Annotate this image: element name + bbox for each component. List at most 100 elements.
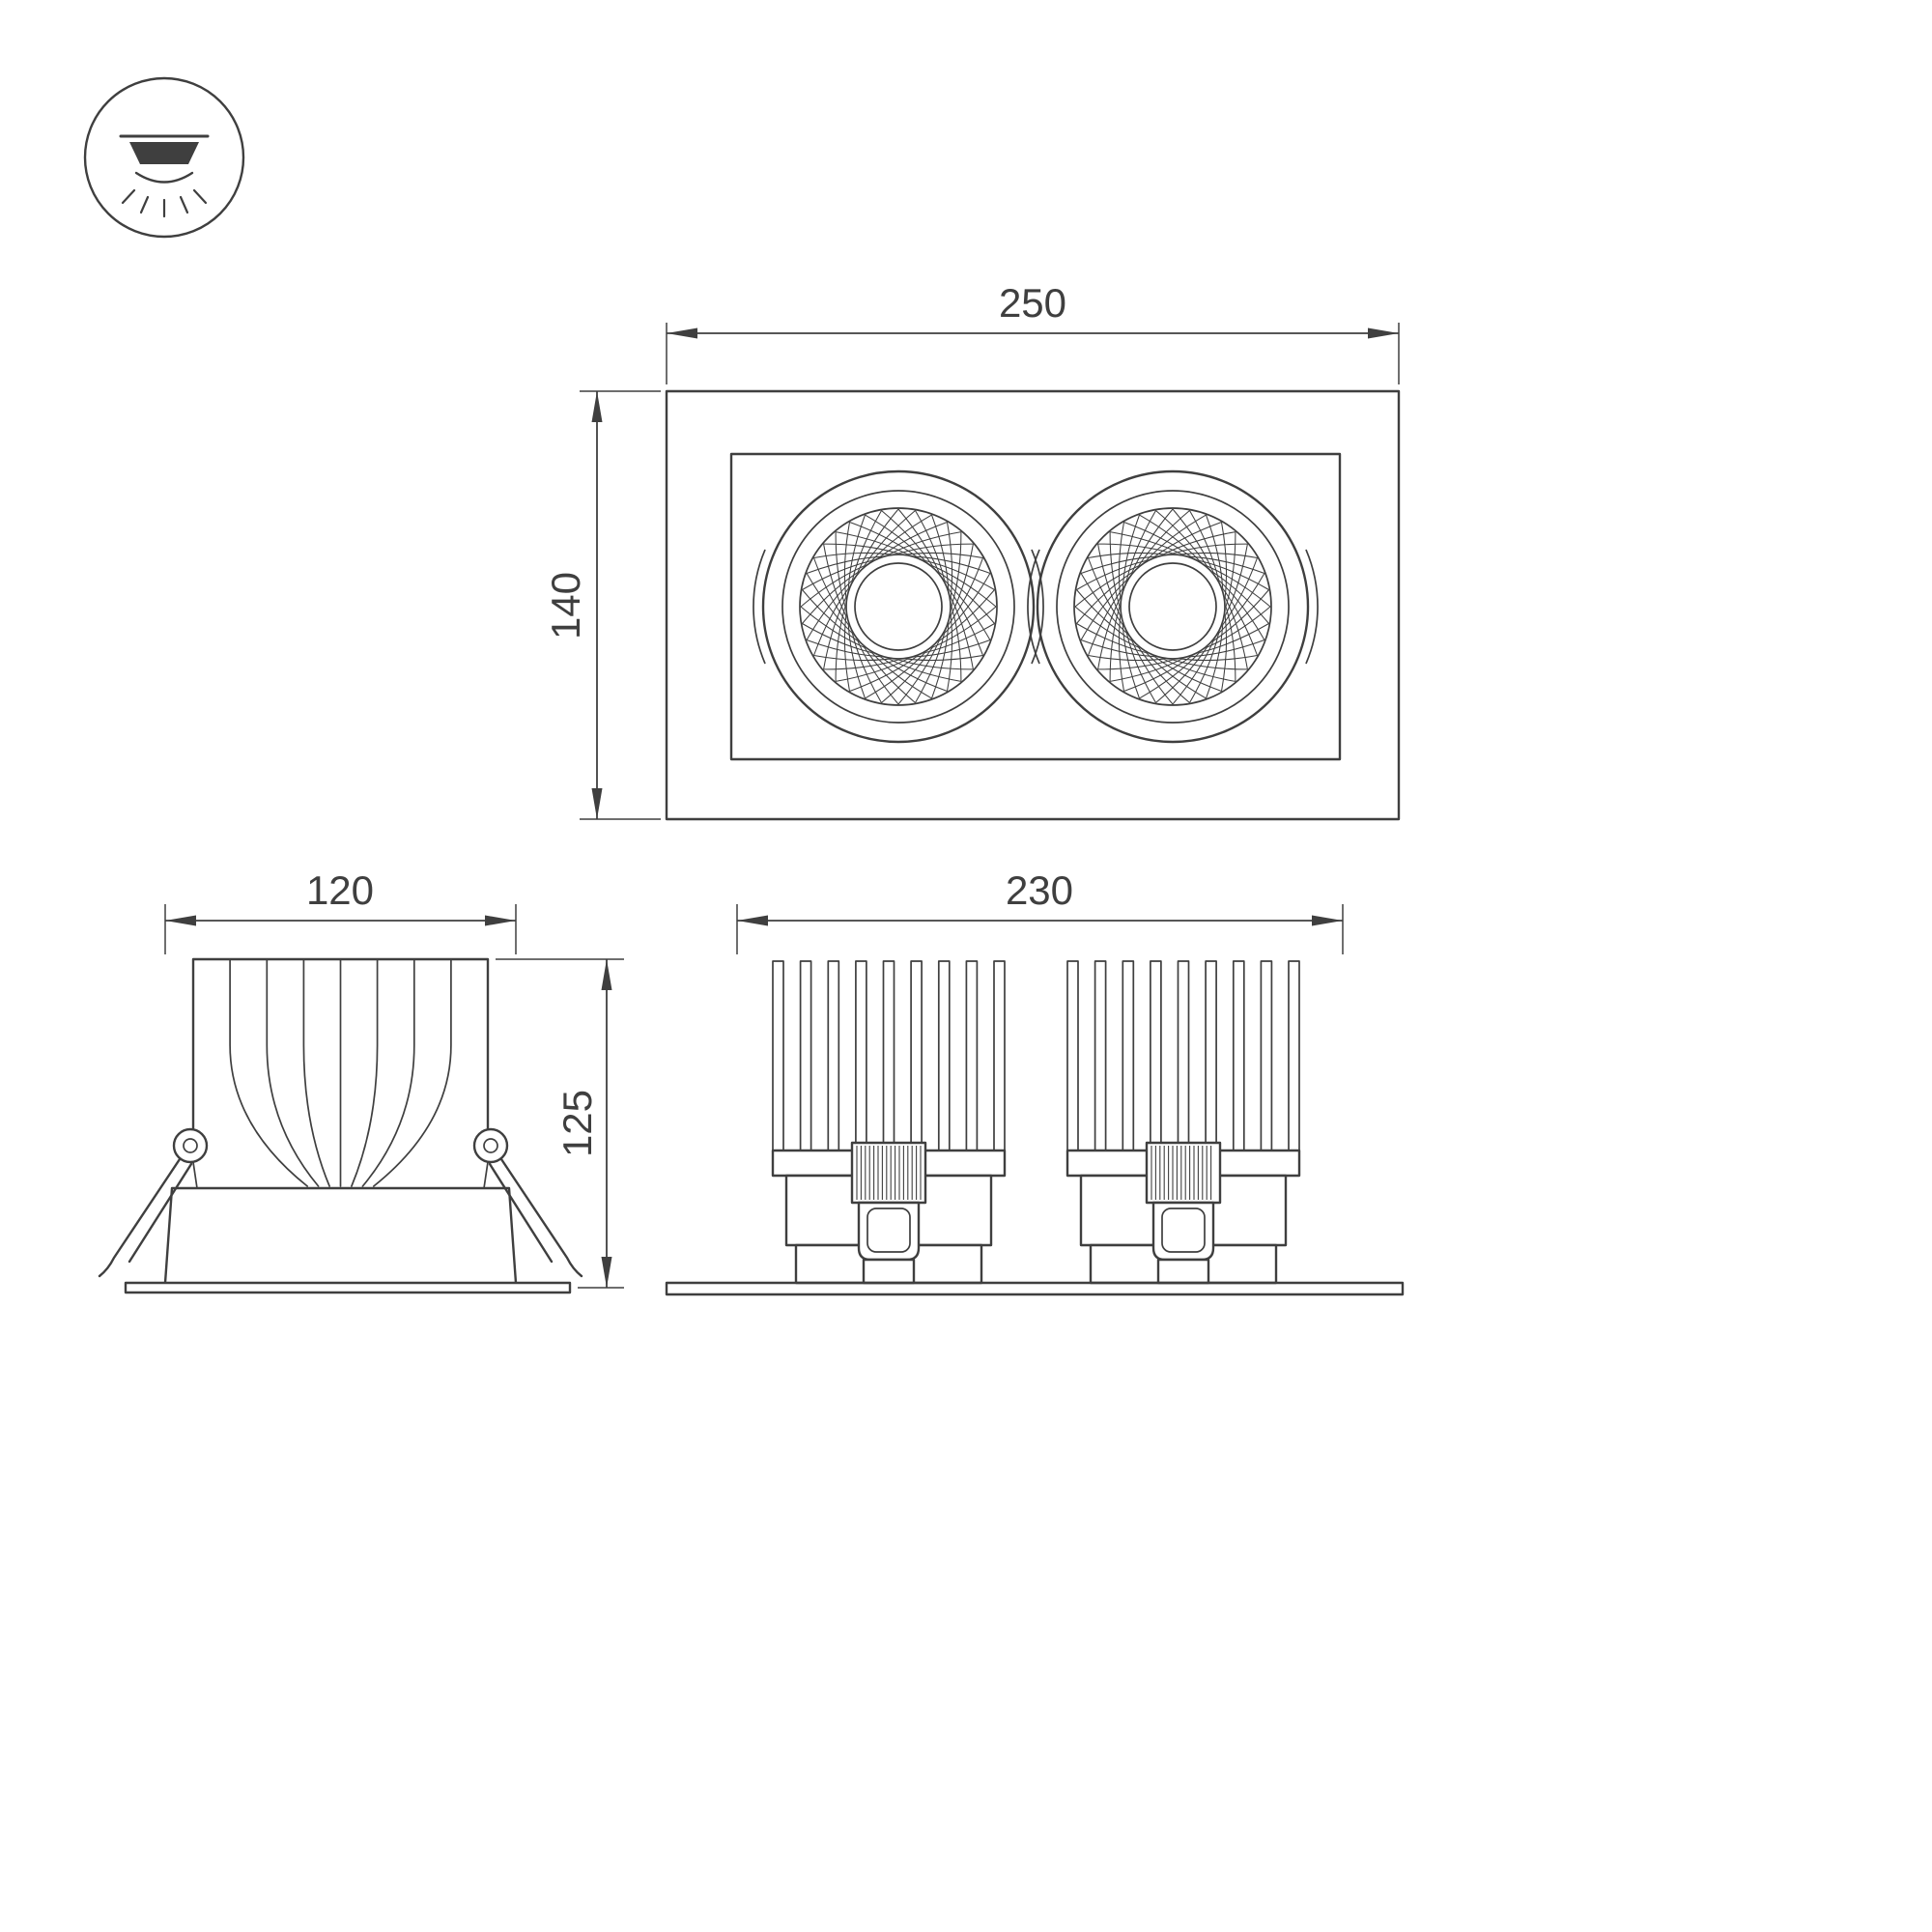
mesh-line: [806, 580, 853, 640]
mesh-line: [813, 587, 849, 656]
mesh-line: [897, 508, 940, 573]
mesh-line: [806, 555, 881, 574]
mesh-line: [932, 565, 997, 608]
mesh-line: [871, 652, 932, 699]
mesh-line: [1088, 587, 1123, 656]
dim-front-height: 140: [543, 390, 661, 820]
dim-front-width: 250: [666, 280, 1400, 384]
mesh-line: [1076, 572, 1133, 624]
light-ray: [192, 188, 208, 205]
mesh-line: [835, 606, 846, 682]
rear-view: [665, 960, 1405, 1296]
mesh-line: [1074, 565, 1139, 608]
lamp-mesh-right: [1074, 508, 1271, 705]
spring-pivot: [172, 1127, 209, 1164]
side-height-value: 125: [554, 1090, 600, 1157]
mesh-line: [1189, 510, 1220, 581]
heatsink-fin: [302, 958, 330, 1187]
spring-clip-inner: [867, 1208, 911, 1253]
rear-module-left: [771, 960, 1007, 1285]
light-ray: [179, 195, 189, 214]
mesh-line: [864, 646, 916, 703]
heatsink-fin: [1205, 960, 1217, 1151]
mesh-line: [1207, 565, 1271, 608]
mesh-line: [1123, 522, 1192, 557]
heatsink-fin: [351, 958, 379, 1187]
mesh-line: [1206, 514, 1224, 589]
icon-lamp-body: [129, 142, 199, 164]
mesh-line: [1138, 646, 1190, 703]
mesh-line: [1155, 510, 1208, 567]
spring-pivot: [472, 1127, 509, 1164]
light-ray: [121, 188, 136, 205]
lamp-led-center: [854, 562, 943, 651]
side-trim-body: [163, 1186, 518, 1285]
mesh-line: [1097, 543, 1174, 554]
gimbal-arc: [1305, 549, 1319, 665]
heatsink-fin: [1232, 960, 1245, 1151]
heatsink-fin: [965, 960, 979, 1151]
lamp-outer-ring: [1036, 469, 1310, 744]
mesh-line: [1097, 597, 1122, 669]
lamp-led-ring: [845, 554, 952, 660]
heatsink-fin: [937, 960, 951, 1151]
side-width-value: 120: [306, 867, 374, 913]
spring-clip-inner: [1161, 1208, 1206, 1253]
lamp-outer-ring: [761, 469, 1036, 744]
mesh-line: [849, 522, 918, 557]
icon-circle: [83, 76, 245, 239]
side-flange: [124, 1281, 572, 1294]
dim-side-width: 120: [164, 867, 517, 954]
mesh-line: [813, 552, 890, 559]
heatsink-fin: [1122, 960, 1135, 1151]
mesh-line: [1110, 531, 1182, 555]
front-inner-frame: [729, 452, 1342, 761]
mesh-line: [950, 597, 974, 669]
icon-light-rays: [121, 188, 208, 218]
mesh-line: [1190, 639, 1265, 658]
lamp-mesh-left: [800, 508, 997, 705]
lamp-led-center: [1128, 562, 1217, 651]
mesh-line: [800, 565, 865, 608]
gimbal-arc: [1031, 549, 1044, 665]
spring-clip-left: [98, 1127, 209, 1278]
mesh-line: [1139, 514, 1200, 561]
front-outer-frame: [665, 389, 1401, 821]
mesh-line: [924, 623, 995, 654]
mesh-line: [847, 624, 866, 699]
lamp-reflector-ring: [1073, 507, 1272, 706]
spring-pivot-center: [183, 1138, 198, 1153]
heatsink-fin: [855, 960, 867, 1151]
mesh-line: [1199, 559, 1269, 590]
heatsink-fin: [229, 958, 309, 1187]
rear-width-value: 230: [1006, 867, 1073, 913]
mesh-line: [1212, 572, 1269, 624]
front-lamp-left: [761, 469, 1036, 744]
mesh-line: [1224, 597, 1248, 669]
mesh-line: [843, 615, 851, 692]
side-heatsink-neck: [192, 1161, 489, 1189]
mesh-line: [802, 559, 872, 590]
mesh-line: [907, 654, 983, 662]
mesh-line: [1109, 606, 1121, 682]
front-height-value: 140: [543, 572, 588, 639]
mesh-line: [897, 659, 974, 670]
mesh-line: [879, 656, 948, 692]
spring-arm: [499, 1157, 583, 1278]
mesh-line: [851, 633, 882, 703]
heatsink-fin: [882, 960, 895, 1151]
mesh-line: [1181, 654, 1258, 662]
mesh-line: [946, 522, 953, 598]
lamp-reflector-ring: [799, 507, 998, 706]
mesh-line: [889, 658, 961, 682]
mesh-line: [938, 572, 995, 624]
downlight-type-icon: [83, 76, 245, 239]
mesh-line: [1172, 659, 1248, 670]
mesh-line: [1118, 615, 1125, 692]
mesh-line: [836, 531, 908, 555]
mesh-line: [1076, 559, 1147, 590]
heatsink-fin: [1288, 960, 1300, 1151]
front-width-value: 250: [999, 280, 1066, 326]
lamp-bezel-ring: [1056, 490, 1290, 724]
mesh-line: [1222, 587, 1258, 656]
